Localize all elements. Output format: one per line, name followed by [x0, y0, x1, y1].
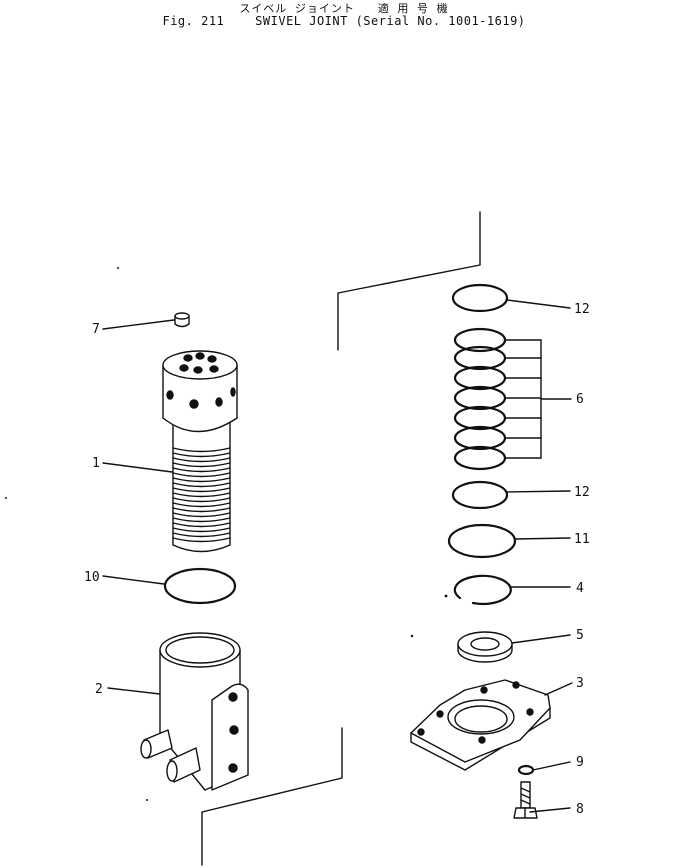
seal-ring [453, 425, 507, 451]
assembly-line-lower [201, 727, 343, 866]
shaft-groove [172, 462, 231, 468]
callout-12-middle: 12 [574, 485, 590, 500]
shaft-groove [172, 512, 231, 518]
callout-7: 7 [92, 322, 100, 337]
shaft-groove [172, 492, 231, 498]
title-japanese: スイベル ジョイント 適 用 号 機 [239, 2, 449, 15]
shaft-groove [172, 452, 231, 458]
part-4-snap-ring [453, 574, 512, 605]
part-2-housing [140, 632, 249, 791]
seal-ring [453, 405, 507, 431]
part-1-swivel-shaft [162, 350, 238, 553]
shaft-groove [172, 472, 231, 478]
seal-ring [453, 385, 507, 411]
shaft-groove [172, 527, 231, 533]
shaft-groove [172, 507, 231, 513]
callout-labels: 7 1 10 2 12 6 12 11 4 5 3 9 8 [84, 302, 590, 817]
seal-ring [453, 365, 507, 391]
callout-4: 4 [576, 581, 584, 596]
shaft-groove [172, 532, 231, 538]
callout-10: 10 [84, 570, 100, 585]
assembly-line-upper [337, 211, 481, 351]
part-12-ring-top [451, 283, 509, 313]
shaft-groove [172, 447, 231, 453]
callout-2: 2 [95, 682, 103, 697]
callout-6: 6 [576, 392, 584, 407]
part-11-ring [447, 523, 517, 559]
shaft-groove [172, 522, 231, 528]
shaft-groove [172, 457, 231, 463]
part-5-washer [457, 631, 513, 663]
part-12-ring-middle [451, 480, 509, 510]
speck [444, 594, 448, 598]
seal-ring [453, 445, 507, 471]
callout-3: 3 [576, 676, 584, 691]
callout-5: 5 [576, 628, 584, 643]
shaft-groove [172, 502, 231, 508]
figure-title: Fig. 211 SWIVEL JOINT (Serial No. 1001-1… [162, 14, 526, 28]
part-7-plug [174, 312, 190, 328]
leader-lines [102, 299, 573, 813]
shaft-groove [172, 497, 231, 503]
shaft-groove [172, 482, 231, 488]
speck [410, 634, 414, 638]
shaft-groove [172, 487, 231, 493]
speck [146, 799, 148, 801]
part-9-spring-washer [517, 764, 535, 776]
speck [117, 267, 119, 269]
callout-9: 9 [576, 755, 584, 770]
shaft-groove [172, 477, 231, 483]
shaft-groove [172, 467, 231, 473]
part-3-flange [410, 679, 551, 771]
shaft-groove [172, 517, 231, 523]
part-6-seal-rings [453, 327, 507, 471]
part-6-leader-bracket [504, 339, 572, 459]
callout-1: 1 [92, 456, 100, 471]
shaft-groove [172, 537, 231, 543]
speck [5, 497, 7, 499]
part-8-bolt [513, 781, 538, 819]
part-10-o-ring [163, 567, 237, 605]
callout-11: 11 [574, 532, 590, 547]
callout-8: 8 [576, 802, 584, 817]
callout-12-top: 12 [574, 302, 590, 317]
